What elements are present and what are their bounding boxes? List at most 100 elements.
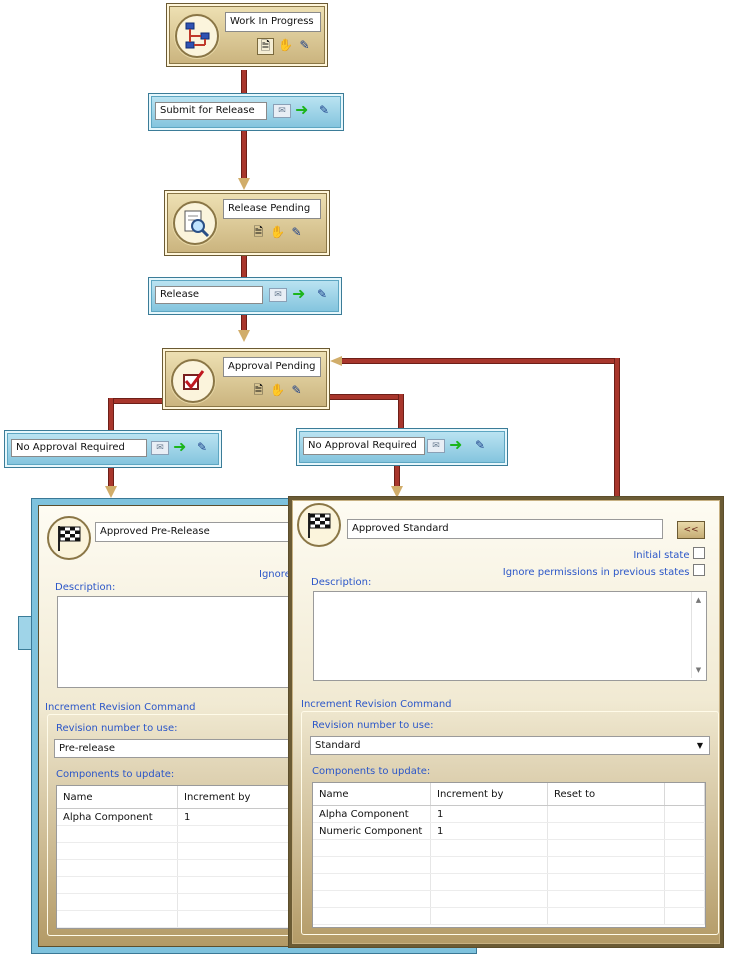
column-reset-to[interactable]: Reset to [547, 783, 665, 806]
components-label: Components to update: [312, 766, 431, 777]
state-approval-pending[interactable]: Approval Pending 🗎 ✋ ✎ [162, 348, 330, 410]
initial-state-label: Initial state [633, 550, 690, 561]
grid-header-row: Name Increment by [57, 786, 299, 809]
table-row[interactable]: Alpha Component 1 [57, 808, 299, 826]
cell-name[interactable]: Alpha Component [57, 808, 178, 826]
green-arrow-icon[interactable]: ➜ [292, 284, 306, 303]
cell-reset[interactable] [547, 822, 665, 840]
description-textarea[interactable] [313, 591, 707, 681]
table-row[interactable]: Numeric Component 1 [313, 822, 705, 840]
edit-icon[interactable]: ✎ [319, 103, 330, 117]
transition-no-approval-left[interactable]: No Approval Required ✉ ➜ ✎ [4, 430, 222, 468]
revision-number-label: Revision number to use: [312, 720, 434, 731]
green-arrow-icon[interactable]: ➜ [449, 435, 463, 454]
hand-icon[interactable]: ✋ [270, 383, 285, 397]
column-name[interactable]: Name [313, 783, 431, 806]
increment-revision-group: Revision number to use: Standard ▼ Compo… [301, 711, 719, 935]
column-increment-by[interactable]: Increment by [177, 786, 299, 809]
ignore-permissions-row: Ignore permissions in previous states [503, 564, 705, 578]
mail-icon[interactable]: ✉ [273, 104, 291, 118]
increment-revision-title: Increment Revision Command [301, 699, 452, 710]
state-name[interactable]: Approval Pending [223, 357, 321, 377]
increment-revision-title: Increment Revision Command [45, 702, 196, 713]
description-scrollbar[interactable]: ▲ ▼ [691, 592, 705, 678]
state-icon-wrap [171, 359, 215, 403]
workflow-diagram-icon [185, 22, 210, 49]
initial-state-row: Initial state [633, 547, 705, 561]
mail-icon[interactable]: ✉ [427, 439, 445, 453]
column-name[interactable]: Name [57, 786, 178, 809]
green-arrow-icon[interactable]: ➜ [295, 100, 309, 119]
transition-name[interactable]: No Approval Required [11, 439, 147, 457]
state-icon-wrap [47, 516, 91, 560]
state-name[interactable]: Work In Progress [225, 12, 321, 32]
state-actions: 🗎 ✋ ✎ [251, 383, 304, 398]
chevron-down-icon[interactable]: ▼ [695, 666, 702, 674]
document-icon[interactable]: 🗎 [253, 225, 264, 239]
increment-revision-group: Revision number to use: Pre-release Comp… [47, 714, 309, 936]
collapse-button[interactable]: << [677, 521, 705, 539]
column-spacer [664, 783, 705, 806]
cell-name[interactable]: Alpha Component [313, 805, 431, 823]
description-textarea[interactable] [57, 596, 289, 688]
transition-submit-for-release[interactable]: Submit for Release ✉ ➜ ✎ [148, 93, 344, 131]
state-release-pending[interactable]: Release Pending 🗎 ✋ ✎ [164, 190, 330, 256]
hand-icon[interactable]: ✋ [278, 38, 293, 52]
revision-number-select[interactable]: Standard ▼ [310, 736, 710, 755]
document-icon[interactable]: 🗎 [257, 38, 274, 55]
connector-wip-submit [241, 70, 247, 94]
table-row-empty [313, 839, 705, 857]
edit-icon[interactable]: ✎ [291, 383, 302, 397]
components-grid: Name Increment by Reset to Alpha Compone… [313, 783, 705, 925]
edit-icon[interactable]: ✎ [317, 287, 328, 301]
initial-state-checkbox[interactable] [693, 547, 705, 559]
green-arrow-icon[interactable]: ➜ [173, 437, 187, 456]
components-grid: Name Increment by Alpha Component 1 [57, 786, 299, 928]
table-row-empty [57, 842, 299, 860]
edit-icon[interactable]: ✎ [299, 38, 310, 52]
transition-name[interactable]: Release [155, 286, 263, 304]
panel-approved-standard[interactable]: Approved Standard << Initial state Ignor… [288, 496, 724, 948]
arrow-loop-into-approval [330, 356, 342, 366]
cell-reset[interactable] [547, 805, 665, 823]
checkered-flag-icon [308, 513, 331, 538]
description-label: Description: [311, 577, 372, 588]
cell-increment[interactable]: 1 [177, 808, 299, 826]
cell-name[interactable]: Numeric Component [313, 822, 431, 840]
transition-release[interactable]: Release ✉ ➜ ✎ [148, 277, 342, 315]
state-actions: 🗎 ✋ ✎ [251, 225, 304, 240]
state-name[interactable]: Release Pending [223, 199, 321, 219]
chevron-down-icon[interactable]: ▼ [696, 741, 703, 750]
checkered-flag-icon [58, 526, 81, 551]
transition-no-approval-right[interactable]: No Approval Required ✉ ➜ ✎ [296, 428, 508, 466]
hand-icon[interactable]: ✋ [270, 225, 285, 239]
edit-icon[interactable]: ✎ [291, 225, 302, 239]
edit-icon[interactable]: ✎ [475, 438, 486, 452]
chevron-up-icon[interactable]: ▲ [695, 596, 702, 604]
ignore-permissions-label: Ignore permissions in previous states [502, 567, 690, 578]
state-work-in-progress[interactable]: Work In Progress 🗎 ✋ ✎ [166, 3, 328, 67]
table-row-empty [57, 910, 299, 928]
mail-icon[interactable]: ✉ [151, 441, 169, 455]
components-label: Components to update: [56, 769, 175, 780]
state-name-input[interactable]: Approved Pre-Release [95, 522, 301, 542]
edit-icon[interactable]: ✎ [197, 440, 208, 454]
transition-name[interactable]: No Approval Required [303, 437, 425, 455]
hidden-transition-stub[interactable] [18, 616, 36, 650]
cell-increment[interactable]: 1 [430, 805, 548, 823]
column-increment-by[interactable]: Increment by [430, 783, 548, 806]
table-row-empty [57, 825, 299, 843]
connector-branch-left-down [108, 398, 114, 432]
table-row-empty [57, 876, 299, 894]
document-icon[interactable]: 🗎 [253, 383, 264, 397]
transition-name[interactable]: Submit for Release [155, 102, 267, 120]
state-name-input[interactable]: Approved Standard [347, 519, 663, 539]
revision-number-select[interactable]: Pre-release [54, 739, 304, 758]
mail-icon[interactable]: ✉ [269, 288, 287, 302]
ignore-permissions-checkbox[interactable] [693, 564, 705, 576]
cell-increment[interactable]: 1 [430, 822, 548, 840]
revision-number-label: Revision number to use: [56, 723, 178, 734]
components-grid-wrap: Name Increment by Reset to Alpha Compone… [312, 782, 706, 928]
connector-submit-release-pending [241, 130, 247, 180]
table-row[interactable]: Alpha Component 1 [313, 805, 705, 823]
